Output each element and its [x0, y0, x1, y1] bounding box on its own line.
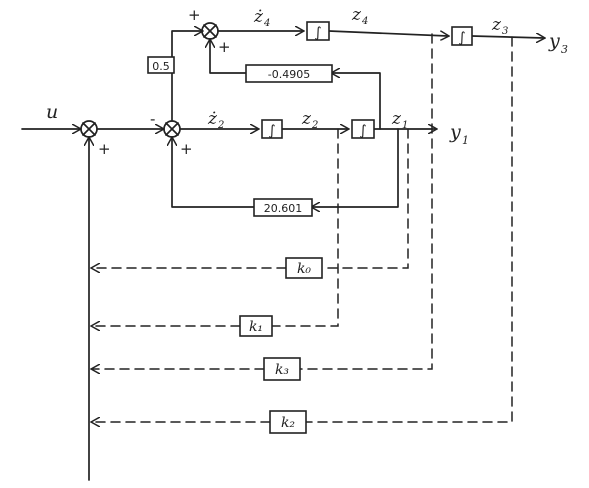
label-u: u — [46, 101, 58, 123]
svg-text:k₂: k₂ — [281, 415, 295, 431]
label-z1: z — [391, 109, 402, 129]
summing-junction-middle — [163, 120, 181, 138]
label-y1: y — [449, 121, 461, 143]
wire-04905-to-top — [210, 40, 247, 74]
label-y3-sub: 3 — [561, 43, 568, 56]
sign-top-plus: + — [188, 6, 201, 24]
svg-text:∫: ∫ — [268, 123, 275, 139]
summing-junction-top — [201, 22, 219, 40]
wire-z4 — [328, 30, 448, 36]
svg-text:∫: ∫ — [359, 123, 366, 139]
svg-text:k₃: k₃ — [275, 362, 289, 378]
wire-z1-to-20601 — [312, 128, 399, 207]
label-z4-sub: 4 — [361, 16, 368, 27]
integrator-block-z4: ∫ — [306, 21, 330, 41]
label-z2: z — [301, 109, 312, 129]
gain-block-k0: k₀ — [285, 257, 323, 279]
integrator-block-z3: ∫ — [451, 26, 473, 46]
svg-text:-0.4905: -0.4905 — [268, 68, 310, 81]
svg-text:k₀: k₀ — [297, 261, 311, 277]
dash-z4-k3 — [299, 33, 433, 370]
sign-top-feedback-plus: + — [218, 38, 231, 56]
integrator-block-z2: ∫ — [261, 119, 283, 139]
wire-z2-to-04905 — [332, 73, 381, 130]
wire-05-to-top — [171, 31, 202, 58]
label-z2-dot: ż — [207, 109, 218, 129]
dash-z2-k1 — [271, 128, 339, 327]
label-z4: z — [351, 5, 362, 25]
gain-block-05: 0.5 — [147, 56, 175, 74]
label-z2-dot-sub: 2 — [217, 120, 224, 131]
sign-middle-plus: + — [180, 140, 193, 158]
label-z4-dot: ż — [253, 7, 264, 27]
sign-input-feedback-plus: + — [98, 140, 111, 158]
label-y1-sub: 1 — [462, 134, 469, 147]
label-z4-dot-sub: 4 — [263, 18, 270, 29]
svg-text:20.601: 20.601 — [264, 202, 303, 215]
integrator-block-z1: ∫ — [351, 119, 375, 139]
gain-block-20601: 20.601 — [253, 198, 313, 217]
wire-z3-y3 — [471, 36, 544, 38]
label-z3: z — [491, 15, 502, 35]
sign-middle-minus: - — [150, 110, 155, 128]
gain-block-04905: -0.4905 — [245, 64, 333, 83]
gain-block-k2: k₂ — [269, 410, 307, 434]
dash-z3-k2 — [305, 36, 513, 423]
svg-text:0.5: 0.5 — [152, 60, 170, 73]
label-z2-sub: 2 — [311, 120, 318, 131]
svg-text:∫: ∫ — [458, 30, 465, 46]
gain-block-k1: k₁ — [239, 315, 273, 337]
svg-text:∫: ∫ — [314, 25, 321, 41]
label-z3-sub: 3 — [502, 26, 508, 37]
wire-20601-to-sum2 — [172, 138, 255, 208]
gain-block-k3: k₃ — [263, 357, 301, 381]
label-y3: y — [548, 30, 560, 52]
dash-z1-k0 — [321, 128, 409, 269]
summing-junction-input — [80, 120, 98, 138]
label-z1-sub: 1 — [402, 120, 408, 131]
svg-text:k₁: k₁ — [249, 319, 263, 335]
